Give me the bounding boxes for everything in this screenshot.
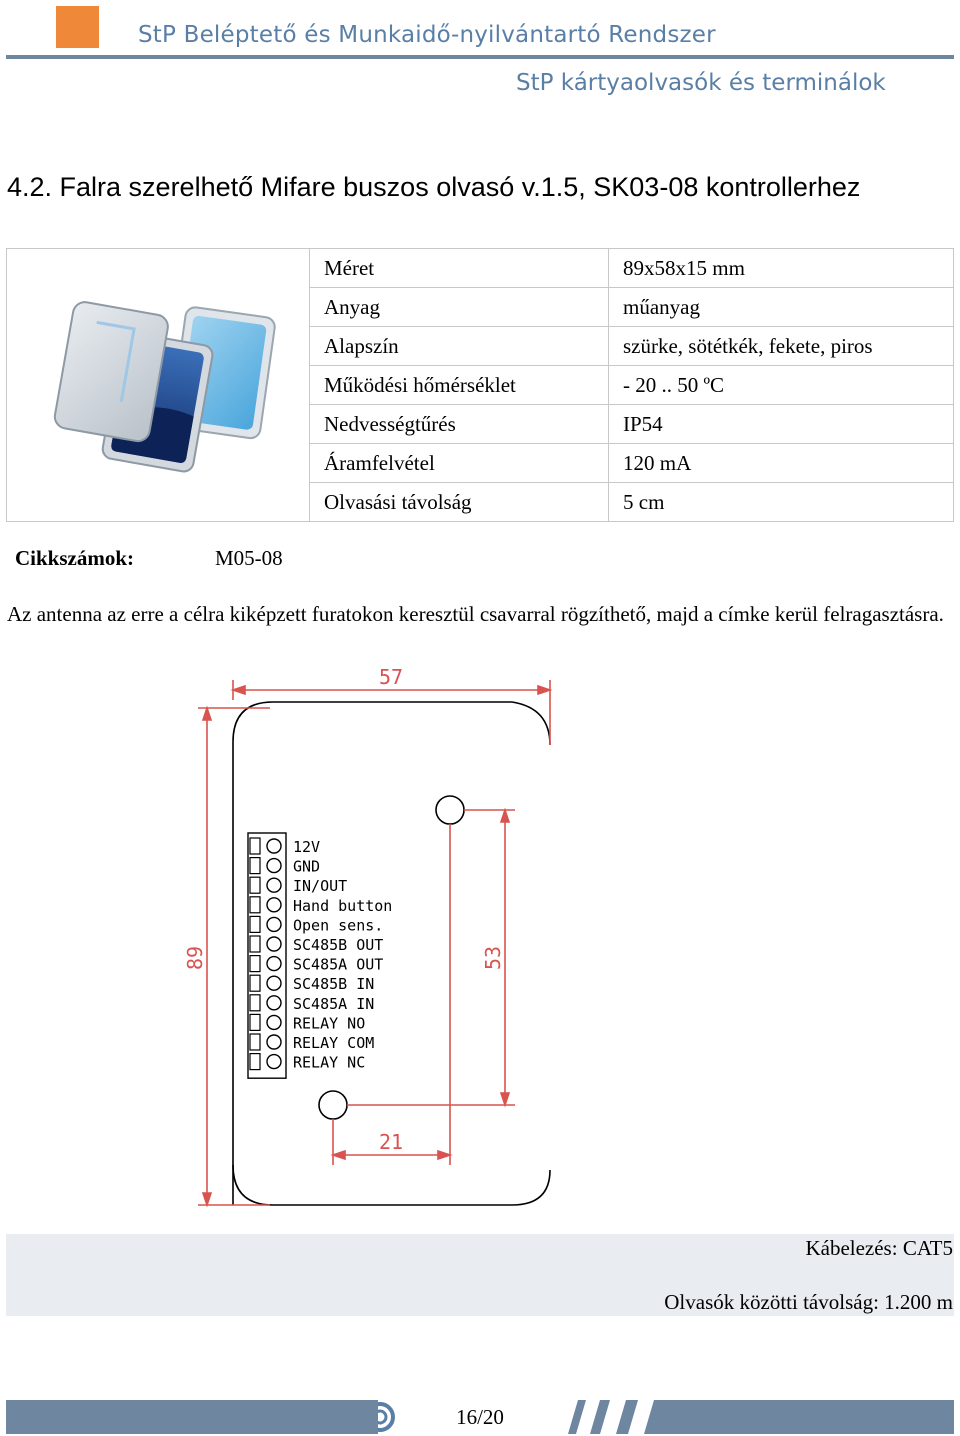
description-paragraph: Az antenna az erre a célra kiképzett fur… bbox=[7, 602, 944, 626]
terminal-label: Hand button bbox=[293, 897, 392, 915]
spec-label: Méret bbox=[309, 248, 609, 288]
spec-label: Olvasási távolság bbox=[309, 482, 609, 522]
terminal-label: GND bbox=[293, 858, 320, 876]
terminal-tab bbox=[249, 1033, 261, 1051]
spec-row: Áramfelvétel 120 mA bbox=[7, 443, 954, 483]
terminal-label: RELAY COM bbox=[293, 1034, 374, 1052]
terminal-tab bbox=[249, 876, 261, 894]
header-title: StP Beléptető és Munkaidő-nyilvántartó R… bbox=[138, 22, 716, 48]
spec-row: Olvasási távolság 5 cm bbox=[7, 482, 954, 522]
terminal-tab bbox=[249, 935, 261, 953]
terminal-screw bbox=[266, 995, 282, 1011]
mounting-hole bbox=[318, 1090, 348, 1120]
mounting-hole bbox=[435, 795, 465, 825]
terminal-screw bbox=[266, 936, 282, 952]
cabling-note: Kábelezés: CAT5 bbox=[805, 1236, 953, 1260]
reader-distance-note: Olvasók közötti távolság: 1.200 m bbox=[664, 1290, 953, 1314]
spec-value: szürke, sötétkék, fekete, piros bbox=[608, 326, 954, 366]
terminal-screw bbox=[266, 857, 282, 874]
section-heading: 4.2. Falra szerelhető Mifare buszos olva… bbox=[7, 172, 861, 202]
article-value: M05-08 bbox=[215, 546, 283, 570]
terminal-label: RELAY NC bbox=[293, 1054, 365, 1072]
spec-row: Alapszín szürke, sötétkék, fekete, piros bbox=[7, 326, 954, 366]
spec-table: Méret 89x58x15 mm Anyag műanyag Alapszín… bbox=[6, 248, 954, 522]
terminal-tab bbox=[249, 955, 261, 973]
page-number: 16/20 bbox=[456, 1405, 504, 1429]
dim-holes-horizontal-label: 21 bbox=[379, 1130, 403, 1154]
product-image bbox=[53, 301, 276, 473]
terminal-screw bbox=[266, 975, 282, 991]
terminal-tab bbox=[249, 1053, 261, 1071]
terminal-label: SC485B IN bbox=[293, 975, 374, 993]
spec-label: Alapszín bbox=[309, 326, 609, 366]
product-image-cell bbox=[6, 248, 310, 522]
spec-value: 120 mA bbox=[608, 443, 954, 483]
article-label: Cikkszámok: bbox=[15, 546, 135, 570]
terminal-label: 12V bbox=[293, 838, 320, 856]
header-divider bbox=[6, 55, 954, 59]
info-box bbox=[6, 1234, 954, 1316]
spec-value: - 20 .. 50 ºC bbox=[608, 365, 954, 405]
terminal-label: RELAY NO bbox=[293, 1014, 365, 1032]
spec-label: Anyag bbox=[309, 287, 609, 327]
dim-holes-vertical-label: 53 bbox=[481, 946, 505, 970]
terminal-tab bbox=[249, 915, 261, 933]
terminal-screw bbox=[266, 897, 282, 913]
spec-row: Nedvességtűrés IP54 bbox=[7, 404, 954, 444]
terminal-tab bbox=[249, 974, 261, 992]
terminal-label: SC485B OUT bbox=[293, 936, 383, 954]
footer-stripes bbox=[568, 1400, 660, 1434]
header-subtitle: StP kártyaolvasók és terminálok bbox=[516, 70, 886, 96]
terminal-screw bbox=[266, 838, 282, 854]
spec-row: Méret 89x58x15 mm bbox=[6, 248, 954, 522]
logo bbox=[56, 6, 99, 48]
footer-logo-icon bbox=[356, 1400, 396, 1434]
board-outline bbox=[232, 701, 512, 1205]
terminal-tab bbox=[249, 896, 261, 914]
spec-value: műanyag bbox=[608, 287, 954, 327]
terminal-tab bbox=[249, 994, 261, 1012]
terminal-label: IN/OUT bbox=[293, 877, 347, 895]
dimension-lines bbox=[198, 680, 553, 1208]
terminal-screw bbox=[266, 1014, 282, 1031]
terminal-block-body bbox=[247, 832, 287, 1079]
terminal-screw bbox=[266, 1053, 282, 1070]
dim-height-label: 89 bbox=[183, 946, 207, 970]
spec-label: Áramfelvétel bbox=[309, 443, 609, 483]
terminal-screw bbox=[266, 916, 282, 933]
terminal-tab bbox=[249, 1013, 261, 1031]
terminal-tab bbox=[249, 857, 261, 875]
spec-value: IP54 bbox=[608, 404, 954, 444]
spec-label: Nedvességtűrés bbox=[309, 404, 609, 444]
spec-value: 5 cm bbox=[608, 482, 954, 522]
terminal-screw bbox=[266, 1034, 282, 1050]
spec-value: 89x58x15 mm bbox=[608, 248, 954, 288]
footer-bar bbox=[6, 1400, 356, 1434]
terminal-tab bbox=[249, 837, 261, 855]
footer-bar bbox=[660, 1400, 954, 1434]
terminal-label: SC485A IN bbox=[293, 995, 374, 1013]
terminal-label: SC485A OUT bbox=[293, 956, 383, 974]
dim-width-label: 57 bbox=[379, 665, 403, 689]
terminal-screw bbox=[266, 877, 282, 893]
spec-label: Működési hőmérséklet bbox=[309, 365, 609, 405]
terminal-screw bbox=[266, 955, 282, 972]
terminal-label: Open sens. bbox=[293, 916, 383, 934]
